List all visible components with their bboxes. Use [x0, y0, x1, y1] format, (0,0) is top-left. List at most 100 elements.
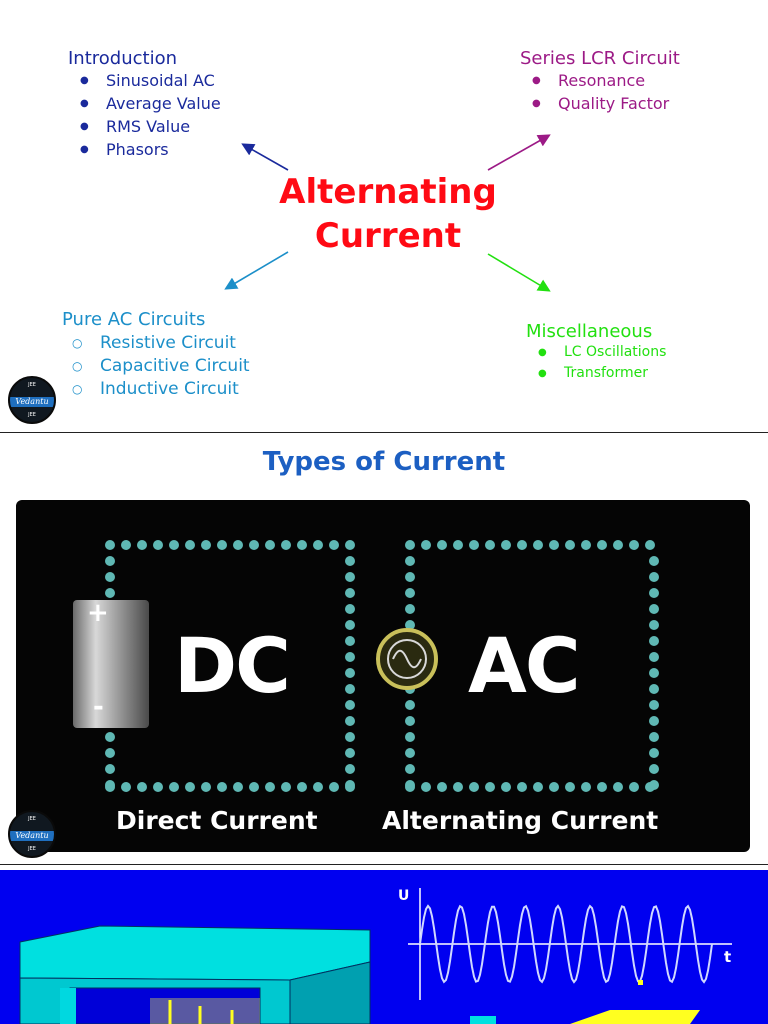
circuit-dot [105, 540, 115, 550]
vedantu-logo: JEE Vedantu JEE [8, 810, 56, 858]
circuit-dot [649, 684, 659, 694]
circuit-dot [185, 782, 195, 792]
generator-image: U t [0, 870, 768, 1024]
circuit-dot [405, 764, 415, 774]
circuit-dot [105, 748, 115, 758]
circuit-dot [613, 540, 623, 550]
circuit-dot [549, 540, 559, 550]
logo-text: Vedantu [15, 397, 49, 406]
ac-label: AC [468, 621, 581, 710]
logo-tag-bottom: JEE [28, 412, 36, 418]
battery-minus: - [93, 692, 104, 722]
circuit-dot [345, 700, 355, 710]
circuit-dot [649, 780, 659, 790]
circuit-dot [345, 540, 355, 550]
misc-heading: Miscellaneous [526, 321, 653, 342]
circuit-dot [249, 782, 259, 792]
circuit-dot [345, 556, 355, 566]
circuit-dot [405, 588, 415, 598]
circuit-dot [121, 782, 131, 792]
circuit-dot [649, 732, 659, 742]
battery-plus: + [87, 598, 109, 628]
circuit-dot [233, 540, 243, 550]
circuit-dot [345, 652, 355, 662]
circuit-dot [649, 620, 659, 630]
circuit-dot [421, 540, 431, 550]
circuit-dot [485, 782, 495, 792]
circuit-dot [405, 748, 415, 758]
circuit-dot [313, 540, 323, 550]
list-item: Transformer [526, 363, 666, 384]
arrow-pure-ac [224, 251, 289, 290]
dc-caption: Direct Current [116, 806, 318, 835]
dc-label: DC [174, 621, 291, 710]
pure-ac-block: Pure AC Circuits Resistive Circuit Capac… [62, 309, 250, 401]
circuit-dot [217, 782, 227, 792]
sine-curve [419, 904, 713, 984]
series-lcr-heading: Series LCR Circuit [520, 48, 680, 69]
circuit-dot [233, 782, 243, 792]
center-title-line1: Alternating [279, 172, 497, 212]
circuit-dot [645, 540, 655, 550]
circuit-dot [649, 588, 659, 598]
misc-list: LC Oscillations Transformer [526, 342, 666, 384]
circuit-dot [345, 716, 355, 726]
circuit-dot [405, 732, 415, 742]
circuit-dot [405, 780, 415, 790]
circuit-dot [437, 540, 447, 550]
axis-u-label: U [398, 888, 410, 904]
misc-block: Miscellaneous LC Oscillations Transforme… [526, 321, 666, 384]
circuit-dot [405, 700, 415, 710]
circuit-dot [649, 764, 659, 774]
pure-ac-list: Resistive Circuit Capacitive Circuit Ind… [62, 332, 250, 401]
logo-band [10, 831, 54, 841]
circuit-dot [405, 604, 415, 614]
circuit-dot [649, 572, 659, 582]
circuit-dot [581, 540, 591, 550]
list-item: Quality Factor [520, 92, 680, 115]
list-item: Average Value [68, 92, 221, 115]
divider [0, 864, 768, 865]
circuit-dot [501, 782, 511, 792]
circuit-dot [649, 636, 659, 646]
circuit-dot [405, 716, 415, 726]
list-item: Resonance [520, 69, 680, 92]
logo-tag-bottom: JEE [28, 846, 36, 852]
circuit-dot [329, 540, 339, 550]
circuit-dot [649, 668, 659, 678]
arrow-misc [487, 253, 551, 292]
circuit-dot [565, 782, 575, 792]
list-item: Capacitive Circuit [62, 355, 250, 378]
arrow-series-lcr [487, 134, 551, 171]
center-title: Alternating Current [240, 170, 536, 258]
list-item: RMS Value [68, 115, 221, 138]
circuit-dot [597, 540, 607, 550]
circuit-dot [345, 764, 355, 774]
circuit-dot [137, 540, 147, 550]
introduction-block: Introduction Sinusoidal AC Average Value… [68, 48, 221, 161]
circuit-dot [405, 572, 415, 582]
circuit-dot [485, 540, 495, 550]
logo-tag-top: JEE [28, 816, 36, 822]
circuit-dot [313, 782, 323, 792]
introduction-list: Sinusoidal AC Average Value RMS Value Ph… [68, 69, 221, 161]
circuit-dot [297, 782, 307, 792]
list-item: Inductive Circuit [62, 378, 250, 401]
circuit-dot [437, 782, 447, 792]
circuit-dot [345, 588, 355, 598]
logo-band [10, 397, 54, 407]
circuit-dot [185, 540, 195, 550]
circuit-dot [153, 540, 163, 550]
circuit-dot [629, 540, 639, 550]
circuit-dot [153, 782, 163, 792]
circuit-dot [345, 668, 355, 678]
circuit-dot [105, 764, 115, 774]
list-item: LC Oscillations [526, 342, 666, 363]
circuit-dot [453, 540, 463, 550]
circuit-dot [105, 572, 115, 582]
circuit-dot [345, 572, 355, 582]
circuit-dot [469, 782, 479, 792]
circuit-dot [201, 540, 211, 550]
circuit-dot [565, 540, 575, 550]
generator-illustration [19, 925, 700, 1024]
